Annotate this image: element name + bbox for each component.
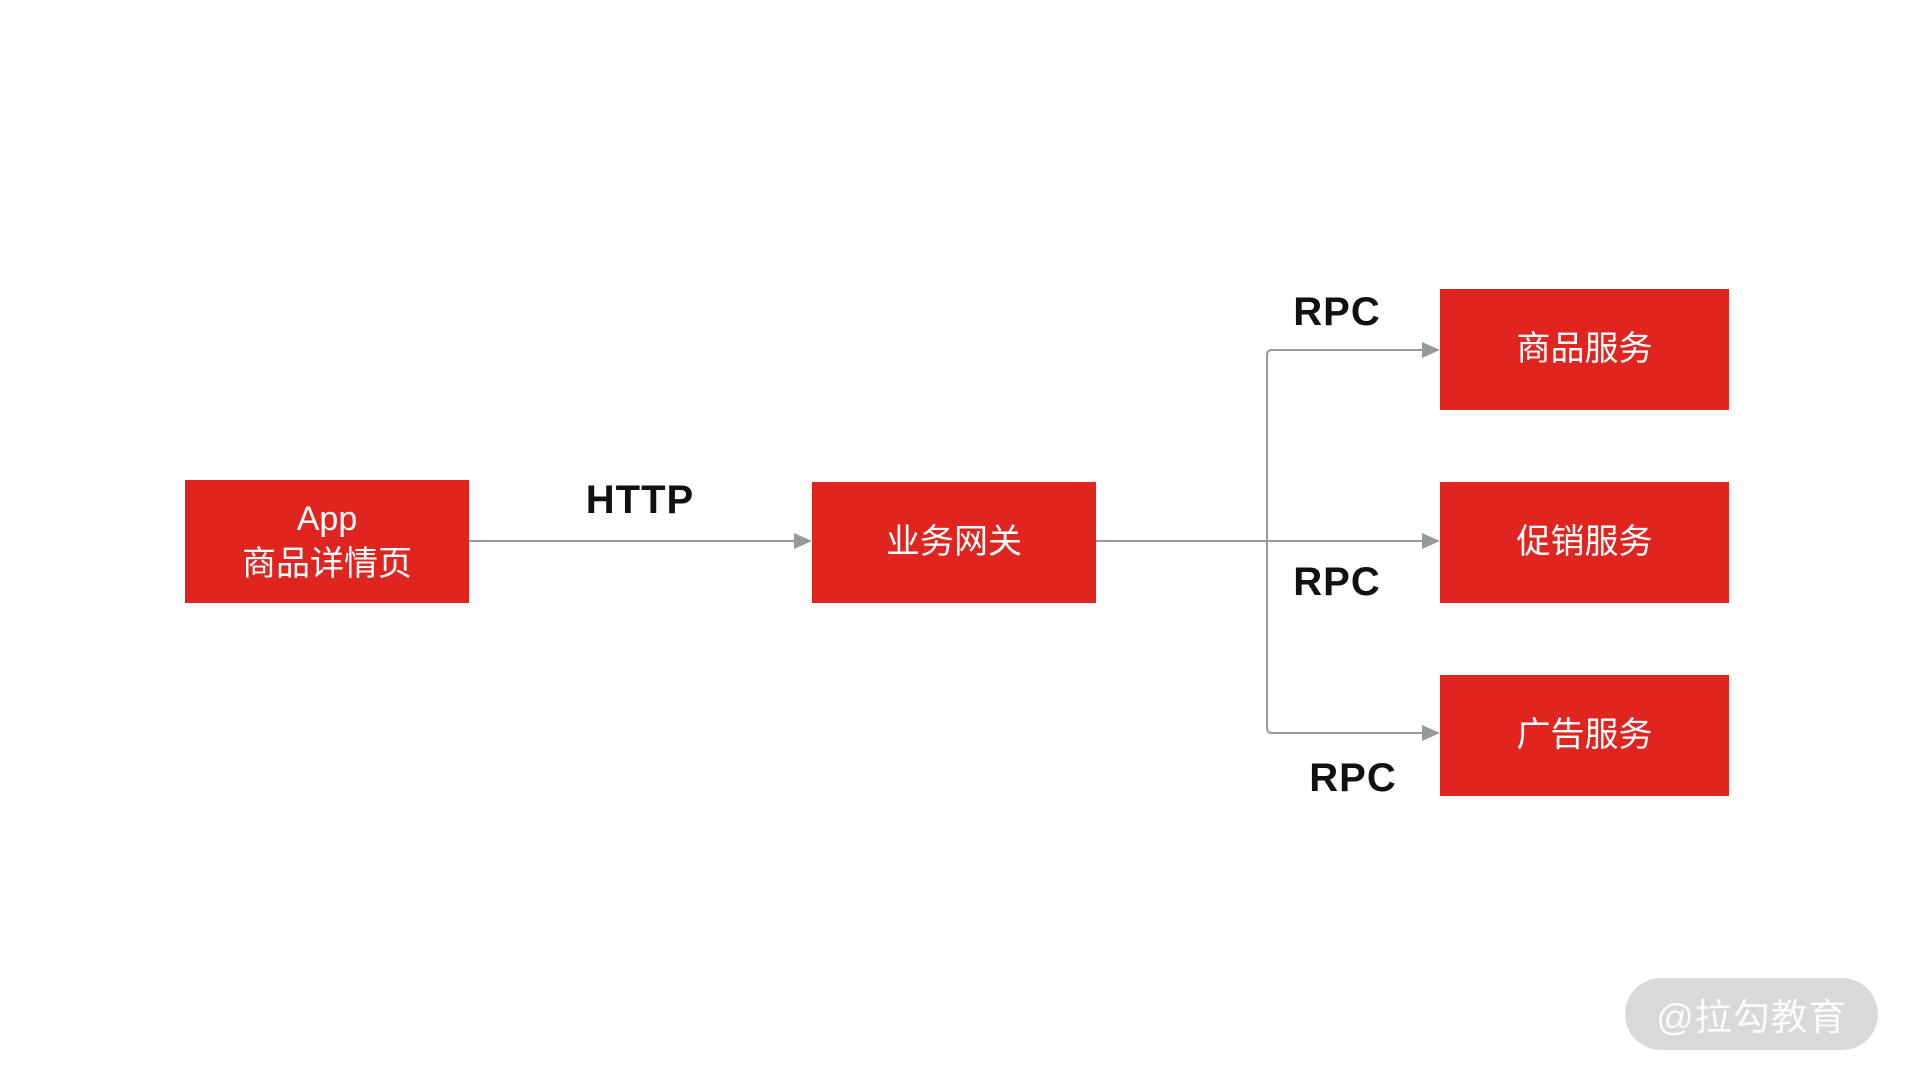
edge-label-http: HTTP <box>585 478 695 522</box>
edge-label-rpc-mid: RPC <box>1293 560 1381 604</box>
node-business-gateway: 业务网关 <box>812 482 1096 603</box>
watermark-badge: @拉勾教育 <box>1625 978 1878 1050</box>
node-app-subtitle: 商品详情页 <box>242 544 412 583</box>
edge-label-rpc-top: RPC <box>1293 290 1381 334</box>
node-business-gateway-label: 业务网关 <box>886 523 1022 562</box>
node-product-service: 商品服务 <box>1440 289 1729 410</box>
edge-rpc-bottom-line <box>1266 541 1423 734</box>
node-ad-service-label: 广告服务 <box>1516 716 1653 755</box>
node-promotion-service: 促销服务 <box>1440 482 1729 603</box>
edge-rpc-top-arrowhead <box>1422 342 1440 358</box>
edge-label-rpc-bottom: RPC <box>1309 756 1397 800</box>
node-product-service-label: 商品服务 <box>1516 330 1653 369</box>
node-promotion-service-label: 促销服务 <box>1516 523 1653 562</box>
edge-rpc-mid-arrowhead <box>1422 533 1440 549</box>
edge-rpc-top-line <box>1266 349 1423 541</box>
node-app-title: App <box>296 499 358 538</box>
watermark-label: @拉勾教育 <box>1656 997 1847 1038</box>
edge-rpc-bottom-arrowhead <box>1422 725 1440 741</box>
node-app-product-detail-page: App 商品详情页 <box>185 480 469 603</box>
node-ad-service: 广告服务 <box>1440 675 1729 796</box>
edge-http-arrowhead <box>794 533 812 549</box>
